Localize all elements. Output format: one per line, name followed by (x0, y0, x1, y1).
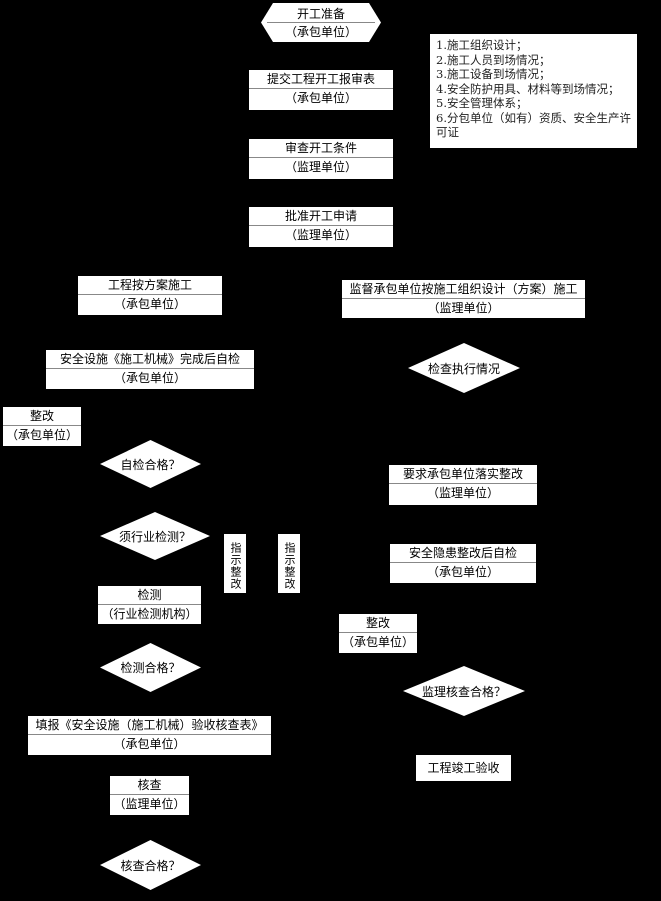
approve-node: 批准开工申请 （监理单位） (249, 207, 393, 247)
hexagon-shape (261, 3, 381, 42)
self-ok-label: 自检合格？ (120, 457, 181, 472)
hazard-selfcheck-title: 安全隐患整改后自检 (390, 544, 536, 563)
check-exec-label: 检查执行情况 (427, 361, 500, 376)
need-test-label: 须行业检测？ (118, 529, 191, 544)
approve-title: 批准开工申请 (249, 207, 393, 226)
fill-form-title: 填报《安全设施（施工机械）验收核查表》 (28, 716, 271, 735)
diamond-shape (403, 666, 525, 716)
need-test-decision: 须行业检测？ (100, 512, 210, 560)
verify-node: 核查 （监理单位） (110, 776, 189, 815)
review-node: 审查开工条件 （监理单位） (249, 139, 393, 179)
completion-title: 工程竣工验收 (427, 761, 500, 775)
supervise-title: 监督承包单位按施工组织设计（方案）施工 (342, 280, 585, 299)
submit-title: 提交工程开工报审表 (249, 70, 393, 89)
review-sub: （监理单位） (284, 160, 357, 174)
prerequisites-note: 1.施工组织设计； 2.施工人员到场情况； 3.施工设备到场情况； 4.安全防护… (430, 34, 637, 148)
self-ok-decision: 自检合格？ (100, 440, 201, 488)
verify-sub: （监理单位） (113, 797, 186, 811)
note-item: 6.分包单位（如有）资质、安全生产许可证 (436, 110, 631, 140)
fill-form-sub: （承包单位） (113, 737, 186, 751)
start-node: 开工准备 （承包单位） (261, 3, 381, 42)
supervise-node: 监督承包单位按施工组织设计（方案）施工 （监理单位） (342, 280, 585, 318)
test-ok-decision: 检测合格？ (100, 643, 201, 692)
test-node: 检测 （行业检测机构） (98, 586, 201, 624)
construct-sub: （承包单位） (113, 297, 186, 311)
verify-ok-decision: 核查合格？ (100, 840, 201, 890)
fill-form-node: 填报《安全设施（施工机械）验收核查表》 （承包单位） (28, 716, 271, 755)
diamond-shape (408, 343, 520, 393)
instruct2-node: 指示整改 (278, 534, 300, 593)
construct-node: 工程按方案施工 （承包单位） (78, 276, 222, 315)
note-item: 3.施工设备到场情况； (436, 67, 551, 81)
rectify2-node: 整改 （承包单位） (339, 614, 417, 653)
note-item: 2.施工人员到场情况； (436, 52, 551, 67)
hazard-selfcheck-node: 安全隐患整改后自检 （承包单位） (390, 544, 536, 583)
diamond-shape (100, 440, 201, 488)
review-title: 审查开工条件 (249, 139, 393, 158)
start-title: 开工准备 (296, 6, 345, 21)
require-rectify-sub: （监理单位） (426, 486, 499, 500)
diamond-shape (100, 840, 201, 890)
require-rectify-title: 要求承包单位落实整改 (389, 465, 537, 484)
supervise-sub: （监理单位） (427, 301, 500, 315)
submit-sub: （承包单位） (284, 91, 357, 105)
require-rectify-node: 要求承包单位落实整改 （监理单位） (389, 465, 537, 505)
rectify1-sub: （承包单位） (5, 428, 78, 442)
rectify1-node: 整改 （承包单位） (3, 407, 81, 446)
rectify2-sub: （承包单位） (341, 635, 414, 649)
completion-node: 工程竣工验收 (416, 755, 511, 781)
instruct1-node: 指示整改 (224, 534, 246, 593)
sup-ok-decision: 监理核查合格？ (403, 666, 525, 716)
diamond-shape (100, 643, 201, 692)
rectify2-title: 整改 (339, 614, 417, 633)
rectify1-title: 整改 (3, 407, 81, 426)
submit-node: 提交工程开工报审表 （承包单位） (249, 70, 393, 110)
test-sub: （行业检测机构） (101, 607, 198, 621)
test-ok-label: 检测合格？ (120, 661, 181, 675)
note-item: 5.安全管理体系； (436, 96, 528, 110)
construct-title: 工程按方案施工 (78, 276, 222, 295)
verify-title: 核查 (110, 776, 189, 795)
note-item: 1.施工组织设计； (436, 38, 528, 52)
verify-ok-label: 核查合格？ (120, 858, 181, 873)
note-item: 4.安全防护用具、材料等到场情况； (436, 81, 620, 96)
check-exec-decision: 检查执行情况 (408, 343, 520, 393)
hazard-selfcheck-sub: （承包单位） (426, 565, 499, 579)
approve-sub: （监理单位） (284, 228, 357, 242)
diamond-shape (100, 512, 210, 560)
selfcheck-title: 安全设施《施工机械》完成后自检 (46, 350, 254, 369)
selfcheck-sub: （承包单位） (113, 371, 186, 385)
test-title: 检测 (98, 586, 201, 605)
selfcheck-node: 安全设施《施工机械》完成后自检 （承包单位） (46, 350, 254, 389)
sup-ok-label: 监理核查合格？ (421, 684, 506, 699)
start-sub: （承包单位） (284, 24, 357, 39)
